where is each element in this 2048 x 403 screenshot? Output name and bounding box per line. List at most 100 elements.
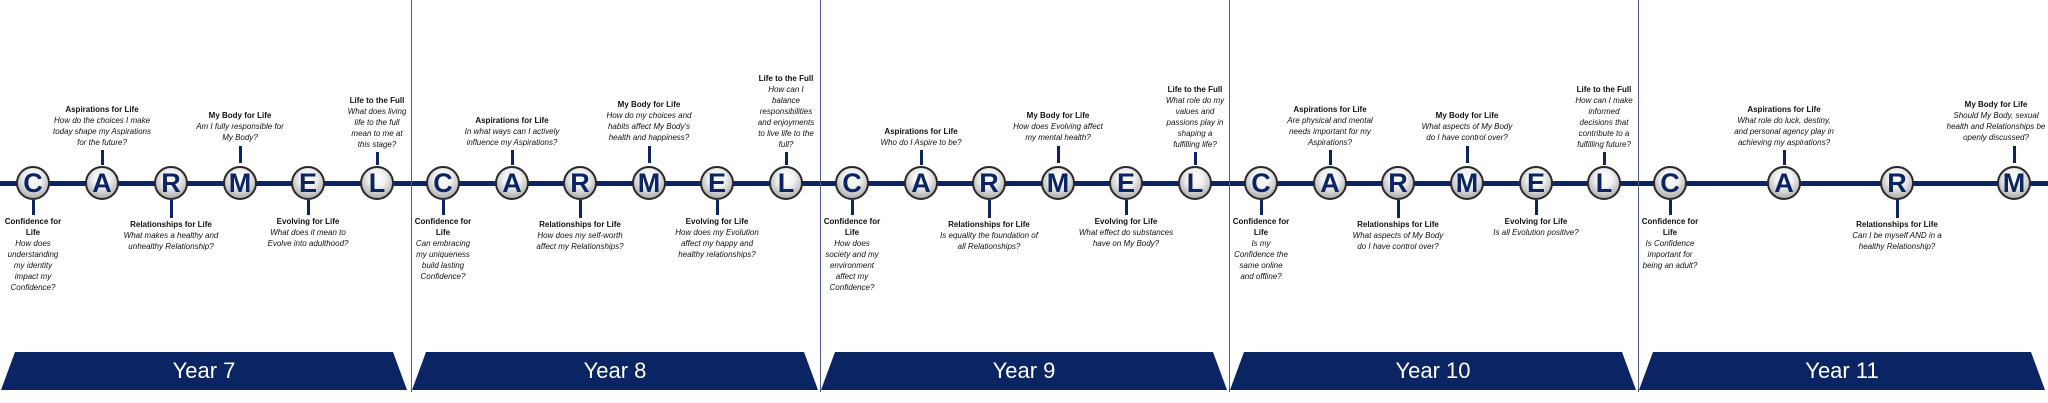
year-banner-10: Year 10 [1230, 352, 1636, 390]
theme-title: Life to the Full [758, 74, 814, 83]
theme-question: How does my Evolution affect my happy an… [675, 228, 759, 259]
connector-tick [32, 200, 35, 215]
theme-question: Is Confidence important for being an adu… [1642, 239, 1698, 270]
theme-title: Aspirations for Life [1747, 105, 1821, 114]
node-letter: A [92, 168, 112, 198]
node-a: A [1313, 166, 1347, 200]
node-letter: M [228, 168, 252, 198]
theme-title: Evolving for Life [1504, 217, 1568, 226]
theme-question: What role do my values and passions play… [1165, 96, 1225, 149]
connector-tick [1603, 152, 1606, 165]
node-l: L [360, 166, 394, 200]
node-letter: R [979, 168, 999, 198]
node-e: E [291, 166, 325, 200]
theme-question: What effect do substances have on My Bod… [1078, 228, 1174, 248]
theme-label: Aspirations for Life In what ways can I a… [462, 115, 562, 148]
year-banner-7: Year 7 [1, 352, 407, 390]
year-banner-9: Year 9 [821, 352, 1227, 390]
node-letter: R [570, 168, 590, 198]
year-divider [1229, 0, 1230, 392]
theme-question: Am I fully responsible for My Body? [196, 122, 284, 142]
theme-title: Aspirations for Life [1293, 105, 1367, 114]
node-m: M [632, 166, 666, 200]
node-l: L [1587, 166, 1621, 200]
theme-question: Should My Body, sexual health and Relati… [1946, 111, 2046, 142]
connector-tick [1329, 150, 1332, 165]
connector-tick [579, 200, 582, 218]
connector-tick [1896, 200, 1899, 218]
node-letter: R [1388, 168, 1408, 198]
node-letter: L [368, 168, 386, 198]
connector-tick [511, 150, 514, 165]
year-label: Year 10 [1395, 358, 1471, 383]
node-letter: M [637, 168, 661, 198]
node-e: E [700, 166, 734, 200]
theme-title: Life to the Full [349, 96, 405, 105]
theme-question: What does it mean to Evolve into adultho… [267, 228, 349, 248]
connector-tick [1669, 200, 1672, 215]
node-letter: M [2002, 168, 2026, 198]
theme-question: What role do luck, destiny, and personal… [1734, 116, 1834, 147]
theme-question: Can embracing my uniqueness build lastin… [415, 239, 471, 281]
node-c: C [426, 166, 460, 200]
theme-title: Confidence for Life [823, 217, 881, 237]
connector-tick [785, 152, 788, 165]
year-divider [820, 0, 821, 392]
theme-title: Aspirations for Life [475, 116, 549, 125]
theme-title: Evolving for Life [685, 217, 749, 226]
theme-question: How does society and my environment affe… [825, 239, 879, 292]
theme-title: My Body for Life [1435, 111, 1499, 120]
node-m: M [223, 166, 257, 200]
timeline-line [0, 181, 2048, 186]
node-letter: E [298, 168, 317, 198]
year-banner-11: Year 11 [1639, 352, 2045, 390]
year-label: Year 8 [583, 358, 647, 383]
theme-title: Relationships for Life [948, 220, 1030, 229]
connector-tick [1466, 146, 1469, 163]
node-r: R [563, 166, 597, 200]
year-divider [1638, 0, 1639, 392]
theme-question: Can I be myself AND in a healthy Relatio… [1852, 231, 1942, 251]
connector-tick [716, 200, 719, 215]
theme-question: What makes a healthy and unhealthy Relat… [123, 231, 219, 251]
node-letter: L [777, 168, 795, 198]
connector-tick [170, 200, 173, 218]
node-c: C [16, 166, 50, 200]
connector-tick [442, 200, 445, 215]
connector-tick [988, 200, 991, 218]
connector-tick [1783, 150, 1786, 165]
node-letter: C [842, 168, 862, 198]
theme-question: Who do I Aspire to be? [880, 138, 962, 147]
connector-tick [1125, 200, 1128, 215]
node-letter: L [1186, 168, 1204, 198]
node-c: C [835, 166, 869, 200]
node-m: M [1997, 166, 2031, 200]
theme-question: Is my Confidence the same online and off… [1234, 239, 1288, 281]
node-r: R [972, 166, 1006, 200]
theme-title: My Body for Life [617, 100, 681, 109]
theme-question: In what ways can I actively influence my… [464, 127, 560, 147]
node-a: A [904, 166, 938, 200]
connector-tick [851, 200, 854, 215]
theme-title: Aspirations for Life [884, 127, 958, 136]
theme-title: My Body for Life [1964, 100, 2028, 109]
node-a: A [85, 166, 119, 200]
year-divider [411, 0, 412, 392]
node-letter: C [1251, 168, 1271, 198]
node-a: A [495, 166, 529, 200]
theme-title: Life to the Full [1167, 85, 1223, 94]
node-letter: R [1887, 168, 1907, 198]
